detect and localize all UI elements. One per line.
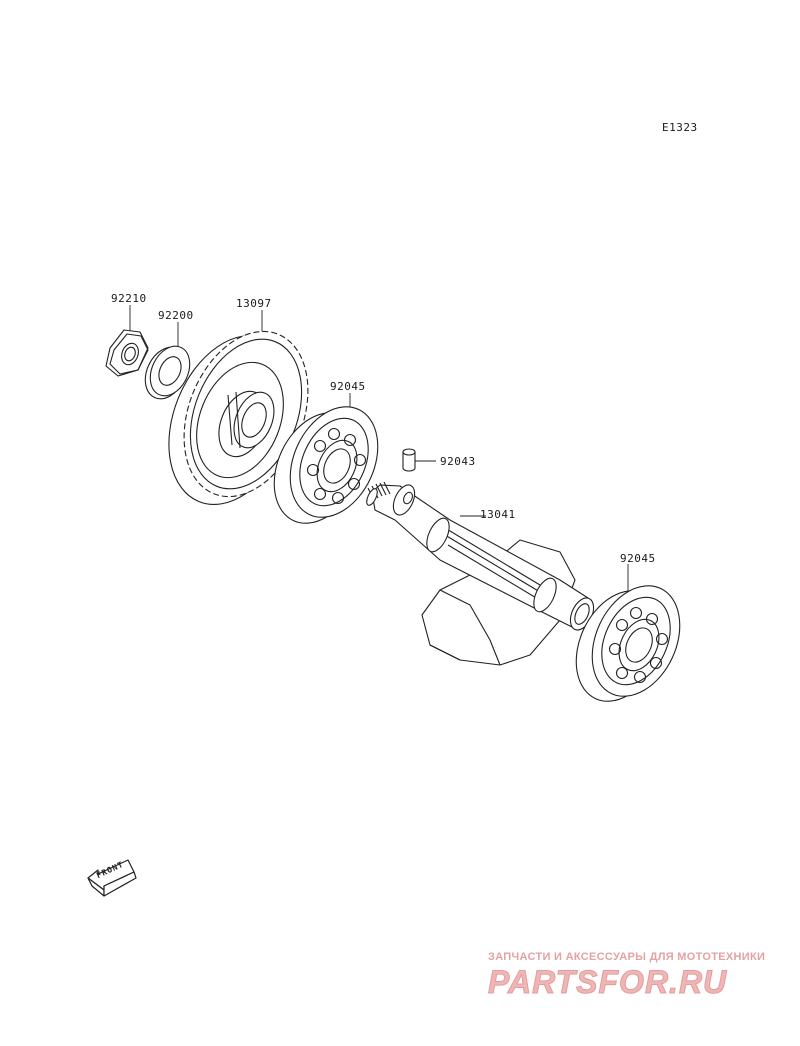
front-arrow-icon (87, 859, 137, 897)
pin-drawing (402, 448, 416, 472)
watermark-tagline: ЗАПЧАСТИ И АКСЕССУАРЫ ДЛЯ МОТОТЕХНИКИ (488, 951, 766, 963)
nut-drawing (105, 329, 149, 377)
part-label-bearing-right: 92045 (620, 552, 656, 565)
gear-drawing (168, 330, 309, 505)
leader-lines (129, 305, 629, 594)
diagram-code: E1323 (662, 121, 698, 134)
part-label-nut: 92210 (111, 292, 147, 305)
washer-drawing (144, 345, 191, 400)
part-label-pin: 92043 (440, 455, 476, 468)
part-label-washer: 92200 (158, 309, 194, 322)
watermark-brand: PARTSFOR.RU (487, 964, 728, 1001)
bearing-left-drawing (273, 406, 379, 524)
shaft-drawing (366, 481, 595, 666)
part-label-gear: 13097 (236, 297, 272, 310)
bearing-right-drawing (575, 585, 681, 702)
part-label-shaft: 13041 (480, 508, 516, 521)
part-label-bearing-left: 92045 (330, 380, 366, 393)
